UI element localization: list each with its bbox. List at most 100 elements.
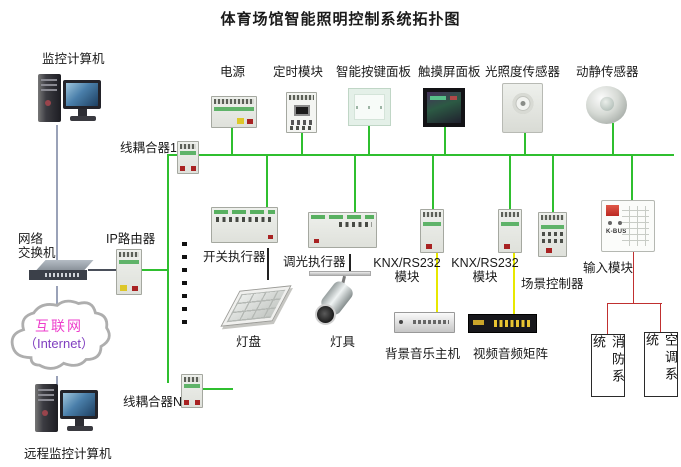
line-coupler-1-label: 线耦合器1 [120, 141, 177, 155]
touch-panel-label: 触摸屏面板 [418, 65, 481, 79]
motion-sensor-label: 动静传感器 [576, 65, 639, 79]
music-host-image [394, 312, 455, 333]
din-green-band [119, 260, 139, 264]
din-terminals [501, 212, 519, 217]
din-green-band [501, 222, 519, 226]
knx1-label-line1: KNX/RS232 [373, 256, 441, 270]
din-terminals [423, 212, 441, 217]
din-terminals [339, 222, 372, 227]
pc-tower [38, 74, 61, 122]
din-red-square [195, 400, 200, 405]
pc-base [67, 426, 93, 431]
link-systems-horizontal [607, 303, 662, 304]
touch-panel-image [423, 88, 465, 127]
spotlight-image [309, 271, 373, 329]
din-dot-row [542, 232, 563, 236]
remote-computer-image [35, 382, 99, 438]
line-coupler-n-label: 线耦合器N [123, 395, 183, 409]
din-terminals [119, 252, 139, 257]
keypad-panel-label: 智能按键面板 [336, 65, 412, 79]
pc-stand [78, 109, 87, 116]
ac-system-box: 空调系统 [644, 332, 678, 397]
din-terminals [216, 217, 273, 222]
keypad-keys [356, 105, 385, 109]
av-matrix-ports [493, 319, 532, 327]
knx-rs232-module-2-image [498, 209, 522, 253]
knx-rs232-module-1-image [420, 209, 444, 253]
switch-top-face [36, 260, 94, 270]
din-terminals [290, 126, 313, 130]
din-green-band [184, 384, 200, 388]
input-module-label: 输入模块 [583, 261, 634, 275]
bus-drop-lightsensor [524, 133, 526, 155]
internet-label-cn: 互联网 [35, 318, 83, 334]
network-switch-label: 网络 交换机 [18, 232, 56, 260]
pc-monitor [63, 80, 101, 109]
din-red-square [314, 239, 319, 243]
power-supply-label: 电源 [220, 65, 246, 79]
bus-drop-motionsensor [612, 123, 614, 155]
input-module-circuit [622, 206, 649, 246]
din-yellow-square [237, 118, 244, 124]
spotlight-rail [309, 271, 371, 276]
input-module-red-block [606, 205, 619, 216]
music-host-power-dot [399, 320, 404, 325]
pc-base [70, 116, 96, 121]
network-switch-label-line2: 交换机 [18, 246, 56, 260]
link-to-fire-system [607, 303, 608, 335]
link-actuator-to-troffer [267, 248, 269, 280]
pc-stand [75, 419, 84, 426]
link-dimmer-to-spotlight [349, 254, 351, 276]
din-red-square [132, 286, 138, 291]
din-red-square [504, 244, 510, 249]
light-sensor-label: 光照度传感器 [485, 65, 561, 79]
line-coupler-1-image [177, 141, 199, 174]
trunk-ellipsis-dots [182, 242, 187, 324]
troffer-cells [226, 289, 286, 323]
din-dot-row [542, 239, 563, 243]
link-knx1-to-music [436, 253, 438, 313]
diagram-title: 体育场馆智能照明控制系统拓扑图 [220, 11, 461, 28]
din-terminals [289, 95, 314, 100]
sensor-dot [520, 101, 525, 106]
bus-drop-power [231, 128, 233, 155]
network-switch-image [29, 257, 94, 287]
music-host-slots [412, 319, 450, 324]
din-terminals [180, 144, 196, 149]
din-red-square [268, 235, 273, 239]
knx2-label-line2: 模块 [472, 270, 498, 284]
din-green-band [311, 215, 374, 219]
bus-drop-timer [301, 133, 303, 155]
bus-drop-keypad [368, 126, 370, 155]
bus-drop-scene [552, 155, 554, 213]
sensor-lens [599, 96, 614, 111]
din-terminals [214, 99, 254, 104]
knx-rs232-module-1-label: KNX/RS232 模块 [372, 256, 442, 284]
touch-panel-screen [427, 92, 461, 123]
av-matrix-image [468, 314, 537, 333]
link-knx2-to-matrix [513, 253, 515, 315]
timer-module-image [286, 92, 317, 133]
pc-monitor [60, 390, 98, 419]
input-module-dots [608, 221, 612, 225]
timer-lcd [294, 105, 310, 116]
troffer-light-image [220, 284, 292, 328]
internet-cloud: 互联网 （Internet） [3, 296, 115, 382]
spotlight-label: 灯具 [330, 335, 356, 349]
spotlight-lens [315, 304, 336, 325]
din-red-square [426, 244, 432, 249]
knx-trunk-line [167, 155, 169, 383]
link-inputmodule-down [633, 252, 634, 304]
link-to-ac-system [660, 303, 661, 333]
input-module-device-text: K-BUS [606, 229, 627, 235]
line-coupler-n-image [181, 374, 203, 408]
bus-drop-inputmodule [631, 155, 633, 202]
link-switch-to-cloud [56, 286, 58, 304]
din-green-band [180, 151, 196, 155]
din-green-band [423, 222, 441, 226]
knx-bus-line-n [202, 388, 233, 390]
din-green-band [214, 107, 254, 111]
knx-bus-line-1 [167, 154, 674, 156]
knx1-label-line2: 模块 [394, 270, 420, 284]
